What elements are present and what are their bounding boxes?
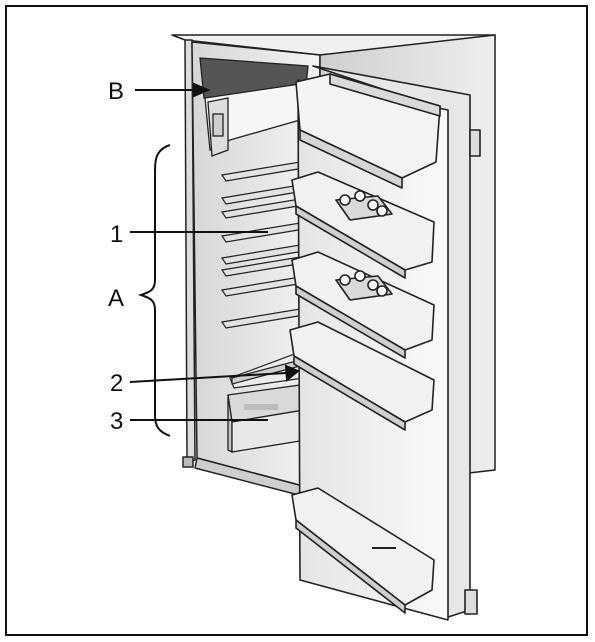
label-2: 2	[110, 370, 123, 397]
label-b: B	[108, 78, 124, 105]
door	[289, 65, 481, 621]
freezer-compartment	[199, 57, 309, 157]
label-3: 3	[110, 408, 123, 435]
2-arrowhead	[284, 364, 300, 382]
label-a: A	[108, 285, 124, 312]
leader-lines	[129, 82, 300, 437]
vegetable-drawer	[227, 384, 307, 454]
label-1: 1	[110, 221, 123, 248]
a-brace	[137, 144, 171, 437]
crisper-cover	[229, 351, 305, 389]
b-arrowhead	[193, 82, 211, 98]
